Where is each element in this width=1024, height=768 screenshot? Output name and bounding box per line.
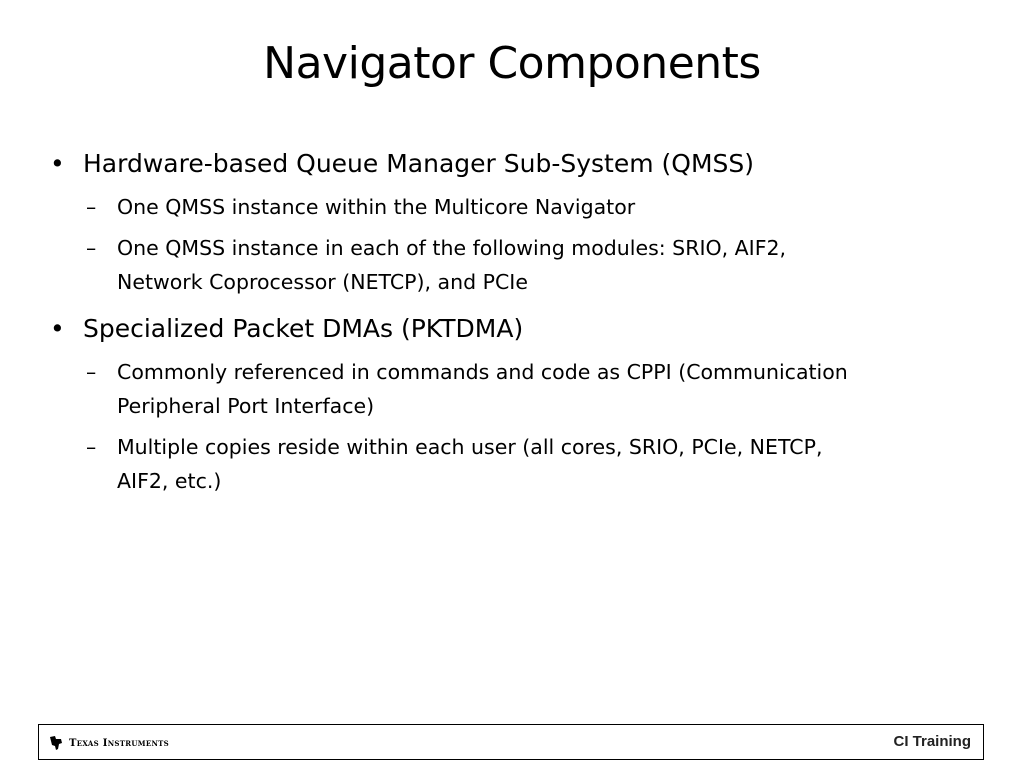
bullet-text: Specialized Packet DMAs (PKTDMA) [83,314,524,343]
dash-marker: – [86,435,97,459]
slide-title: Navigator Components [263,38,761,89]
sub-text-line: Commonly referenced in commands and code… [117,360,848,384]
ti-logo: Texas Instruments [49,734,169,752]
dash-marker: – [86,195,97,219]
sub-text-line: AIF2, etc.) [117,469,222,493]
ci-training-label: CI Training [893,733,971,750]
slide-content: • Hardware-based Queue Manager Sub-Syste… [50,149,848,493]
ti-logo-text: Texas Instruments [69,737,170,749]
ti-state-logo-icon [49,735,63,751]
bullet-marker: • [50,149,65,178]
sub-text-line: Peripheral Port Interface) [117,394,375,418]
sub-text-line: Multiple copies reside within each user … [117,435,823,459]
bullet-text: Hardware-based Queue Manager Sub-System … [83,149,755,178]
dash-marker: – [86,236,97,260]
slide-footer: Texas Instruments CI Training [38,724,984,760]
sub-text-line: One QMSS instance in each of the followi… [117,236,787,260]
sub-text-line: Network Coprocessor (NETCP), and PCIe [117,270,528,294]
dash-marker: – [86,360,97,384]
bullet-marker: • [50,314,65,343]
sub-text-line: One QMSS instance within the Multicore N… [117,195,636,219]
